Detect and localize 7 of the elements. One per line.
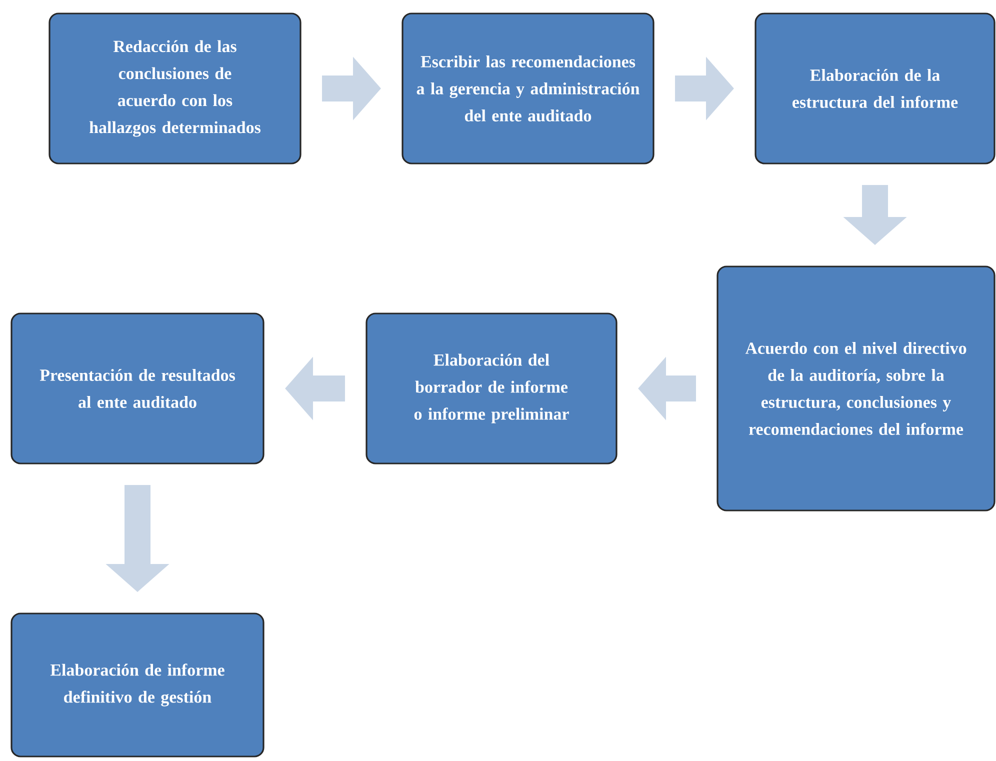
process-box: Elaboración de la estructura del informe	[754, 12, 996, 164]
process-box: Escribir las recomendaciones a la gerencia y administración del ente auditado	[402, 12, 654, 164]
process-box: Elaboración de informe definitivo de gestión	[10, 612, 264, 758]
process-box: Presentación de resultados al ente auditado	[10, 312, 264, 464]
process-box: Acuerdo con el nivel directivo de la auditoría, sobre la estructura, conclusiones y recomendaciones del informe	[716, 266, 996, 512]
process-box: Elaboración del borrador de informe o informe preliminar	[366, 312, 618, 464]
process-box: Redacción de las conclusiones de acuerdo con los hallazgos determinados	[48, 12, 302, 164]
